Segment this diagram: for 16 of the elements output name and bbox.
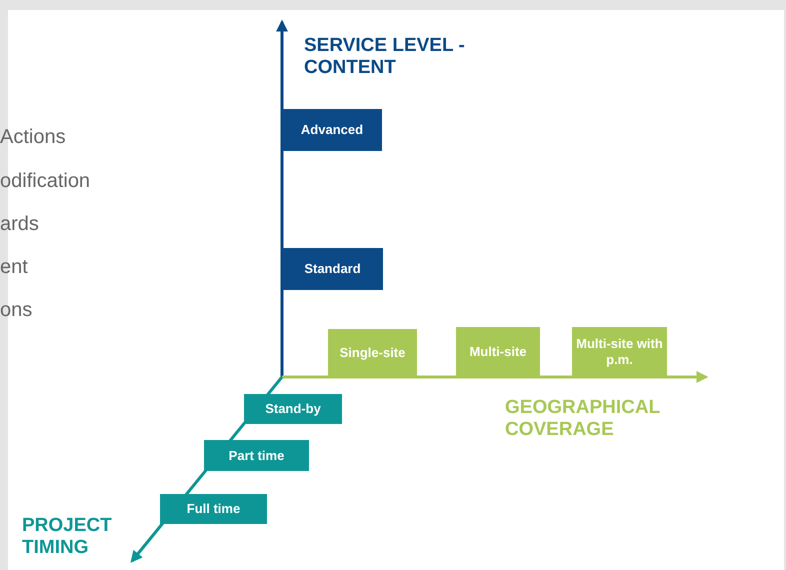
list-item-text: Actions: [0, 126, 66, 149]
axis-title: PROJECT TIMING: [22, 515, 113, 559]
level-box: Single-site: [328, 329, 417, 377]
level-box: Part time: [204, 440, 309, 471]
level-box: Multi-site with p.m.: [572, 327, 667, 377]
axis-title: GEOGRAPHICAL COVERAGE: [505, 397, 661, 441]
level-box: Standard: [282, 248, 383, 290]
level-box: Full time: [160, 494, 267, 524]
list-item-text: ons: [0, 299, 32, 322]
level-box: Multi-site: [456, 327, 540, 377]
list-item-text: ards: [0, 213, 39, 236]
list-item-text: ent: [0, 256, 28, 279]
list-item-text: odification: [0, 170, 90, 193]
level-box: Stand-by: [244, 394, 342, 424]
axis-title: SERVICE LEVEL - CONTENT: [304, 35, 466, 79]
level-box: Advanced: [282, 109, 382, 151]
